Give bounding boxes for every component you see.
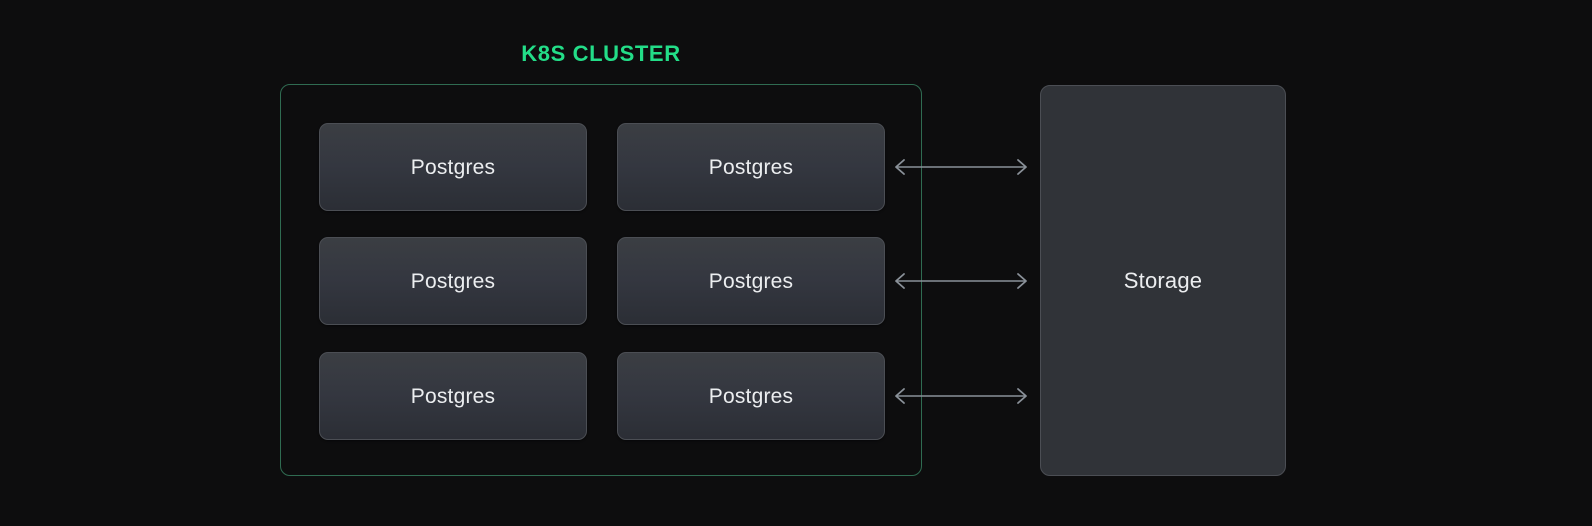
postgres-node[interactable]: Postgres xyxy=(319,352,587,440)
postgres-node-label: Postgres xyxy=(410,269,496,293)
postgres-node[interactable]: Postgres xyxy=(319,237,587,325)
postgres-node[interactable]: Postgres xyxy=(319,123,587,211)
storage-node[interactable]: Storage xyxy=(1040,85,1286,476)
postgres-node-label: Postgres xyxy=(410,155,496,179)
node-row: Postgres Postgres xyxy=(319,237,885,325)
postgres-node-label: Postgres xyxy=(708,155,794,179)
postgres-node[interactable]: Postgres xyxy=(617,237,885,325)
node-row: Postgres Postgres xyxy=(319,123,885,211)
node-row: Postgres Postgres xyxy=(319,352,885,440)
postgres-node[interactable]: Postgres xyxy=(617,123,885,211)
postgres-node[interactable]: Postgres xyxy=(617,352,885,440)
k8s-cluster-boundary xyxy=(280,84,922,476)
postgres-node-grid: Postgres Postgres Postgres Postgres Post… xyxy=(319,123,885,440)
storage-node-label: Storage xyxy=(1123,267,1203,293)
postgres-node-label: Postgres xyxy=(410,384,496,408)
postgres-node-label: Postgres xyxy=(708,269,794,293)
postgres-node-label: Postgres xyxy=(708,384,794,408)
cluster-title: K8S CLUSTER xyxy=(521,41,681,66)
